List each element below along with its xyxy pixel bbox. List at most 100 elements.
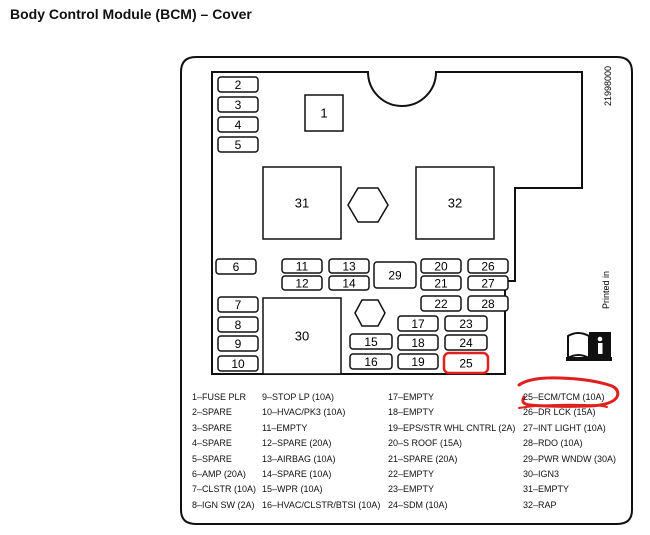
fuse-20-label: 20 xyxy=(434,259,448,273)
legend-entry: 12–SPARE (20A) xyxy=(262,438,332,449)
fuse-4: 4 xyxy=(217,116,259,133)
fuse-8-label: 8 xyxy=(235,318,242,332)
fuse-3-label: 3 xyxy=(235,98,242,112)
fuse-3: 3 xyxy=(217,96,259,113)
relay-32-label: 32 xyxy=(448,196,462,211)
legend-entry: 4–SPARE xyxy=(192,438,232,449)
legend-entry: 28–RDO (10A) xyxy=(523,438,583,449)
fuse-27: 27 xyxy=(467,275,509,291)
printed-in-label: Printed in xyxy=(601,271,611,309)
legend-entry: 30–IGN3 xyxy=(523,469,560,480)
legend-entry: 31–EMPTY xyxy=(523,484,570,495)
fuse-6: 6 xyxy=(215,258,257,275)
fuse-14: 14 xyxy=(328,275,370,291)
relay-32: 32 xyxy=(415,166,495,240)
legend-entry: 29–PWR WNDW (30A) xyxy=(523,453,617,464)
fuse-15-label: 15 xyxy=(364,335,378,349)
fuse-14-label: 14 xyxy=(342,276,356,290)
legend-entry: 32–RAP xyxy=(523,499,557,510)
fuse-7-label: 7 xyxy=(235,298,242,312)
fuse-12-label: 12 xyxy=(295,276,309,290)
fuse-15: 15 xyxy=(349,333,393,350)
fuse-block-outline xyxy=(211,71,583,375)
fuse-11-label: 11 xyxy=(296,259,309,273)
legend-entry: 23–EMPTY xyxy=(388,484,435,495)
fuse-28: 28 xyxy=(467,295,509,312)
legend-entry: 27–INT LIGHT (10A) xyxy=(523,422,606,433)
fuse-11: 11 xyxy=(281,258,323,274)
legend-entry: 22–EMPTY xyxy=(388,469,435,480)
fuse-17-label: 17 xyxy=(411,317,425,331)
fuse-12: 12 xyxy=(281,275,323,291)
legend-entry: 19–EPS/STR WHL CNTRL (2A) xyxy=(388,422,516,433)
cover-outline xyxy=(180,56,633,525)
legend-entry: 2–SPARE xyxy=(192,407,232,418)
legend-entry: 8–IGN SW (2A) xyxy=(192,499,255,510)
fuse-17: 17 xyxy=(397,315,439,332)
fuse-2-label: 2 xyxy=(235,78,242,92)
fuse-24: 24 xyxy=(444,334,488,351)
legend-entry: 15–WPR (10A) xyxy=(262,484,323,495)
legend-entry: 25–ECM/TCM (10A) xyxy=(523,392,605,402)
fuse-10-label: 10 xyxy=(231,357,245,371)
fuse-25-label: 25 xyxy=(459,356,473,370)
legend-entry: 26–DR LCK (15A) xyxy=(523,407,596,418)
relay-31: 31 xyxy=(262,166,342,240)
fuse-13: 13 xyxy=(328,258,370,274)
legend-entry: 1–FUSE PLR xyxy=(192,392,247,402)
relay-1: 1 xyxy=(304,94,344,132)
fuse-24-label: 24 xyxy=(459,336,473,350)
relay-31-label: 31 xyxy=(295,196,309,211)
fuse-8: 8 xyxy=(217,316,259,333)
fuse-13-label: 13 xyxy=(342,259,356,273)
manual-info-icon xyxy=(566,332,612,361)
legend-col-2: 9–STOP LP (10A) 10–HVAC/PK3 (10A) 11–EMPTY… xyxy=(262,390,380,513)
legend-entry: 10–HVAC/PK3 (10A) xyxy=(262,407,346,418)
fuse-5-label: 5 xyxy=(235,138,242,152)
fuse-23: 23 xyxy=(444,315,488,332)
fuse-29-label: 29 xyxy=(388,268,402,282)
highlight-underline xyxy=(518,403,608,409)
fuse-28-label: 28 xyxy=(481,297,495,311)
fuse-20: 20 xyxy=(420,258,462,274)
fuse-27-label: 27 xyxy=(481,276,495,290)
part-number: 21998000 xyxy=(603,66,613,106)
relay-1-label: 1 xyxy=(320,106,327,121)
fuse-26-label: 26 xyxy=(481,259,495,273)
relay-30: 30 xyxy=(262,297,342,375)
fuse-21-label: 21 xyxy=(434,276,448,290)
hex-bolt-upper xyxy=(347,187,389,223)
fuse-26: 26 xyxy=(467,258,509,274)
fuse-18-label: 18 xyxy=(411,336,425,350)
page-title: Body Control Module (BCM) – Cover xyxy=(10,6,252,22)
legend-entry: 20–S ROOF (15A) xyxy=(388,438,463,449)
legend-entry: 9–STOP LP (10A) xyxy=(262,392,335,402)
legend-col-4: 25–ECM/TCM (10A) 26–DR LCK (15A) 27–INT LI… xyxy=(523,390,616,513)
fuse-22: 22 xyxy=(420,295,462,312)
fuse-21: 21 xyxy=(420,275,462,291)
fuse-10: 10 xyxy=(217,355,259,372)
fuse-9-label: 9 xyxy=(235,337,242,351)
legend-entry: 11–EMPTY xyxy=(262,422,308,433)
fuse-5: 5 xyxy=(217,136,259,153)
fuse-6-label: 6 xyxy=(233,260,240,274)
hex-bolt-lower xyxy=(354,299,386,327)
legend-entry: 13–AIRBAG (10A) xyxy=(262,453,336,464)
fuse-19: 19 xyxy=(397,353,439,370)
fuse-16-label: 16 xyxy=(364,355,378,369)
fuse-23-label: 23 xyxy=(459,317,473,331)
legend-entry: 17–EMPTY xyxy=(388,392,435,402)
highlight-scribble xyxy=(517,376,620,408)
fuse-7: 7 xyxy=(217,296,259,313)
fuse-9: 9 xyxy=(217,335,259,352)
legend-entry: 16–HVAC/CLSTR/BTSI (10A) xyxy=(262,499,381,510)
fuse-18: 18 xyxy=(397,334,439,351)
fuse-16: 16 xyxy=(349,353,393,370)
fuse-25: 25 xyxy=(442,351,490,375)
fuse-22-label: 22 xyxy=(434,297,448,311)
legend-entry: 5–SPARE xyxy=(192,453,232,464)
legend-entry: 21–SPARE (20A) xyxy=(388,453,458,464)
